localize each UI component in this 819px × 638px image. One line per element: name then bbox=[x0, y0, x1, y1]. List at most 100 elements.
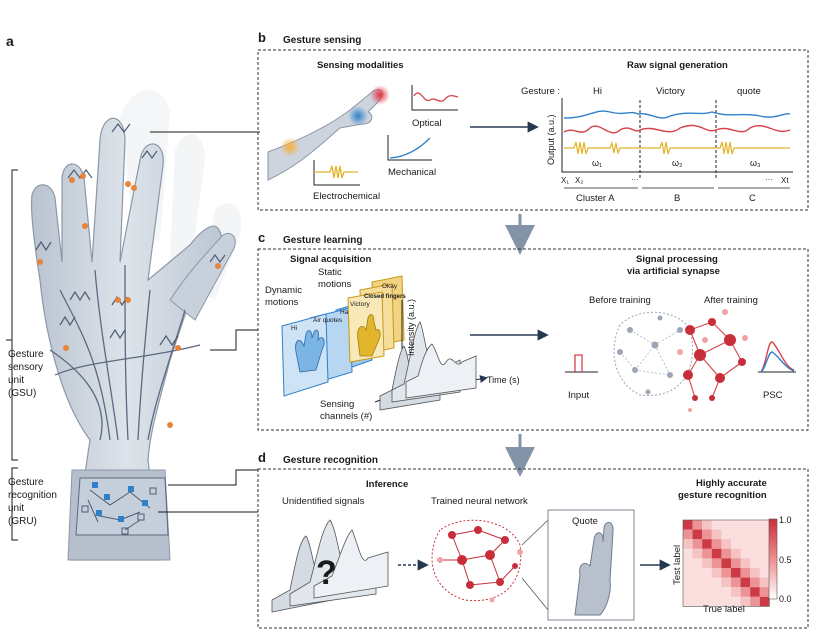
true-label: True label bbox=[703, 604, 745, 615]
gesture-quote: quote bbox=[737, 86, 761, 97]
gesture-hi: Hi bbox=[593, 86, 602, 97]
brace-gsu bbox=[6, 169, 18, 461]
panel-c: c Gesture learning Signal acquisition St… bbox=[257, 230, 809, 431]
matrix-cell bbox=[759, 568, 770, 578]
matrix-cell bbox=[711, 529, 722, 540]
matrix-cell bbox=[692, 577, 703, 588]
matrix-cell bbox=[711, 548, 722, 559]
signal-mechanical-red bbox=[563, 124, 791, 134]
cluster-c: C bbox=[749, 193, 756, 204]
matrix-cell bbox=[731, 568, 741, 578]
question-mark: ? bbox=[316, 554, 337, 592]
xtick-dots-1: ··· bbox=[631, 175, 639, 184]
matrix-cell bbox=[721, 529, 731, 540]
matrix-cell bbox=[711, 558, 722, 568]
matrix-cell bbox=[759, 529, 770, 540]
panel-d-title: Gesture recognition bbox=[283, 455, 378, 466]
hand-victory-icon bbox=[357, 314, 381, 357]
matrix-cell bbox=[692, 520, 703, 530]
card-victory: Victory bbox=[350, 301, 370, 308]
electrochemical-plot bbox=[313, 160, 360, 186]
matrix-cell bbox=[731, 520, 741, 530]
matrix-cell bbox=[721, 587, 731, 597]
cluster-a: Cluster A bbox=[576, 193, 615, 204]
unidentified-waterfall bbox=[271, 519, 389, 613]
optical-label: Optical bbox=[412, 118, 442, 129]
quote-label: Quote bbox=[572, 516, 598, 527]
network-before-training bbox=[613, 311, 694, 397]
matrix-cell bbox=[702, 548, 712, 559]
matrix-cell bbox=[731, 558, 741, 568]
matrix-cell bbox=[721, 577, 731, 588]
matrix-cell bbox=[759, 548, 770, 559]
psc-curve bbox=[758, 341, 796, 373]
card-okay: Okay bbox=[382, 283, 398, 290]
xtick-x1: X₁ bbox=[561, 176, 569, 185]
matrix-cell bbox=[750, 539, 760, 549]
gru-label: Gesture recognition unit (GRU) bbox=[8, 477, 60, 527]
matrix-cell bbox=[740, 539, 751, 549]
psc-label: PSC bbox=[763, 390, 783, 401]
matrix-cell bbox=[692, 539, 703, 549]
matrix-cell bbox=[702, 529, 712, 540]
serpentine-sensors bbox=[35, 123, 226, 347]
matrix-cell bbox=[702, 577, 712, 588]
matrix-cell bbox=[711, 577, 722, 588]
card-air-quotes: Air quotes bbox=[313, 317, 343, 324]
optical-plot bbox=[411, 85, 459, 111]
matrix-cell bbox=[731, 539, 741, 549]
signal-electrochemical-yellow bbox=[564, 140, 790, 156]
static-motion-cards bbox=[347, 275, 405, 363]
matrix-cell bbox=[750, 568, 760, 578]
cluster-b: B bbox=[674, 193, 680, 204]
matrix-cell bbox=[692, 529, 703, 540]
sensor-dots bbox=[37, 173, 221, 428]
confusion-matrix bbox=[682, 519, 770, 607]
matrix-cell bbox=[740, 529, 751, 540]
matrix-cell bbox=[721, 520, 731, 530]
matrix-cell bbox=[683, 529, 693, 540]
matrix-cell bbox=[702, 587, 712, 597]
trained-network-label: Trained neural network bbox=[431, 496, 528, 507]
panel-b-box bbox=[257, 49, 809, 211]
matrix-cell bbox=[711, 587, 722, 597]
matrix-cell bbox=[702, 558, 712, 568]
matrix-cell bbox=[740, 587, 751, 597]
arm-illustration bbox=[267, 85, 390, 181]
panel-letter-a: a bbox=[6, 33, 14, 49]
before-training-label: Before training bbox=[589, 295, 651, 306]
signal-optical-blue bbox=[563, 110, 791, 119]
matrix-cell bbox=[702, 596, 712, 607]
sensing-modalities-title: Sensing modalities bbox=[317, 60, 404, 71]
matrix-cell bbox=[683, 596, 693, 607]
gsu-label: Gesture sensory unit (GSU) bbox=[8, 349, 46, 399]
matrix-cell bbox=[750, 577, 760, 588]
matrix-cell bbox=[721, 548, 731, 559]
matrix-cell bbox=[711, 568, 722, 578]
matrix-cell bbox=[750, 596, 760, 607]
panel-letter-b: b bbox=[258, 30, 266, 45]
matrix-cell bbox=[692, 548, 703, 559]
matrix-cell bbox=[759, 558, 770, 568]
matrix-cell bbox=[750, 558, 760, 568]
omega-3: ω₃ bbox=[750, 158, 761, 168]
matrix-cell bbox=[711, 596, 722, 607]
matrix-cell bbox=[683, 568, 693, 578]
matrix-cell bbox=[731, 529, 741, 540]
matrix-cell bbox=[721, 558, 731, 568]
matrix-cell bbox=[731, 548, 741, 559]
mechanical-plot bbox=[387, 135, 432, 161]
matrix-cell bbox=[702, 520, 712, 530]
leader-lines bbox=[150, 131, 260, 513]
card-hi: Hi bbox=[291, 325, 297, 332]
matrix-cell bbox=[692, 587, 703, 597]
hand-hi-icon bbox=[295, 329, 325, 373]
trained-network bbox=[431, 519, 523, 603]
gesture-prefix: Gesture : bbox=[521, 86, 560, 97]
matrix-cell bbox=[731, 577, 741, 588]
waterfall-plot bbox=[374, 300, 488, 411]
matrix-cell bbox=[740, 596, 751, 607]
intensity-label: Intensity (a.u.) bbox=[406, 299, 416, 356]
unidentified-signals-label: Unidentified signals bbox=[282, 496, 365, 507]
